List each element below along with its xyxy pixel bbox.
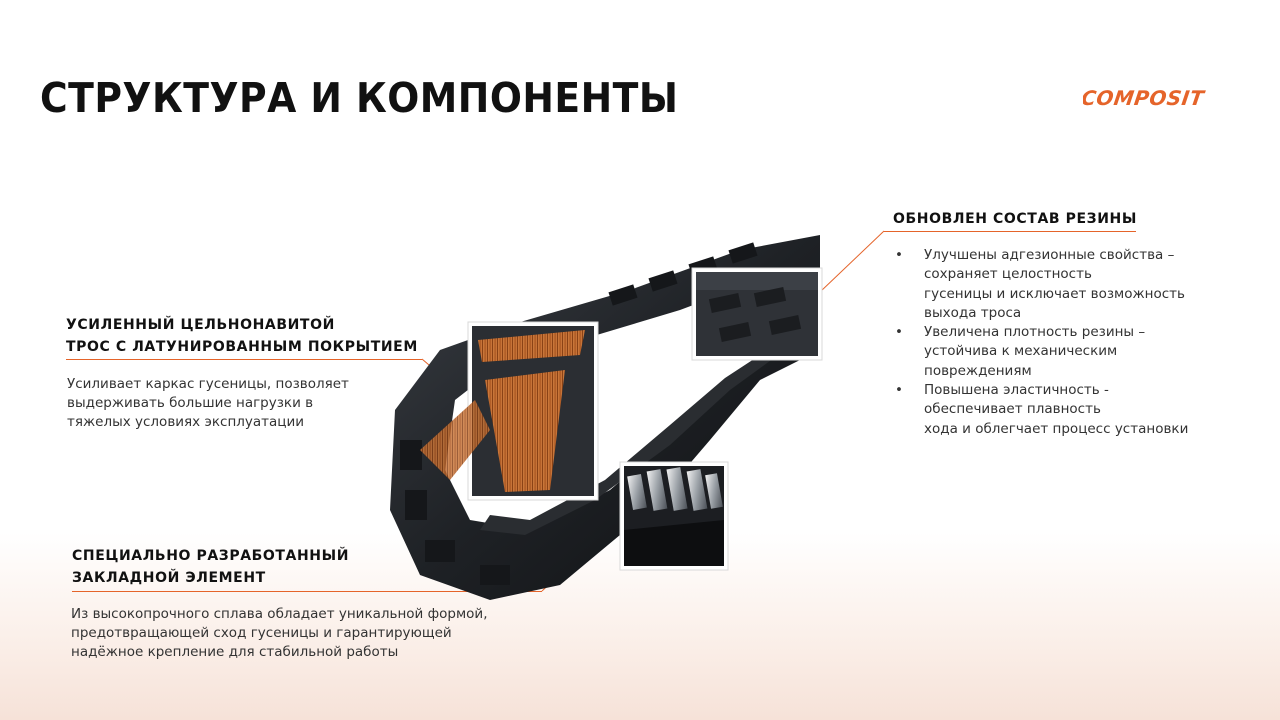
rubber-bullet-item: • Повышена эластичность - обеспечивает пл… bbox=[893, 381, 1223, 439]
rubber-texture-inset bbox=[691, 267, 823, 361]
cable-description: Усиливает каркас гусеницы, позволяет выд… bbox=[67, 375, 349, 432]
insert-text-line-1: Из высокопрочного сплава обладает уникал… bbox=[71, 606, 488, 622]
insert-underline bbox=[72, 591, 542, 592]
rubber-bullet-text: Улучшены адгезионные свойства – сохраняе… bbox=[924, 247, 1185, 321]
insert-heading-line-2: ЗАКЛАДНОЙ ЭЛЕМЕНТ bbox=[72, 570, 266, 586]
cable-heading: УСИЛЕННЫЙ ЦЕЛЬНОНАВИТОЙ ТРОС С ЛАТУНИРОВ… bbox=[66, 314, 418, 358]
svg-text:COMPOSIT: COMPOSIT bbox=[1083, 86, 1207, 110]
composit-logo: COMPOSIT bbox=[1083, 86, 1207, 110]
page-title: СТРУКТУРА И КОМПОНЕНТЫ bbox=[40, 74, 679, 122]
cable-heading-line-2: ТРОС С ЛАТУНИРОВАННЫМ ПОКРЫТИЕМ bbox=[66, 339, 418, 355]
insert-description: Из высокопрочного сплава обладает уникал… bbox=[71, 605, 488, 662]
bullet-dot-icon: • bbox=[895, 247, 903, 263]
rubber-bullet-text: Увеличена плотность резины – устойчива к… bbox=[924, 324, 1146, 379]
cable-inset bbox=[420, 321, 599, 501]
cable-underline bbox=[66, 359, 422, 360]
insert-text-line-3: надёжное крепление для стабильной работы bbox=[71, 644, 399, 660]
rubber-bullet-item: • Улучшены адгезионные свойства – сохраня… bbox=[893, 246, 1223, 323]
rubber-bullet-list: • Улучшены адгезионные свойства – сохраня… bbox=[893, 246, 1223, 439]
cable-heading-line-1: УСИЛЕННЫЙ ЦЕЛЬНОНАВИТОЙ bbox=[66, 317, 335, 333]
rubber-track-illustration bbox=[390, 235, 823, 600]
rubber-bullet-text: Повышена эластичность - обеспечивает пла… bbox=[924, 382, 1189, 437]
insert-heading-line-1: СПЕЦИАЛЬНО РАЗРАБОТАННЫЙ bbox=[72, 548, 350, 564]
insert-text-line-2: предотвращающей сход гусеницы и гарантир… bbox=[71, 625, 452, 641]
cable-text-line-1: Усиливает каркас гусеницы, позволяет bbox=[67, 376, 349, 392]
rubber-bullet-item: • Увеличена плотность резины – устойчива … bbox=[893, 323, 1223, 381]
metal-insert-inset bbox=[619, 461, 729, 571]
cable-text-line-2: выдерживать большие нагрузки в bbox=[67, 395, 314, 411]
bullet-dot-icon: • bbox=[895, 324, 903, 341]
insert-heading: СПЕЦИАЛЬНО РАЗРАБОТАННЫЙ ЗАКЛАДНОЙ ЭЛЕМЕ… bbox=[72, 545, 349, 589]
bullet-dot-icon: • bbox=[895, 382, 903, 399]
cable-text-line-3: тяжелых условиях эксплуатации bbox=[67, 414, 305, 430]
rubber-underline bbox=[884, 231, 1136, 232]
track-inner-band bbox=[480, 342, 785, 535]
rubber-heading: ОБНОВЛЕН СОСТАВ РЕЗИНЫ bbox=[893, 211, 1137, 227]
